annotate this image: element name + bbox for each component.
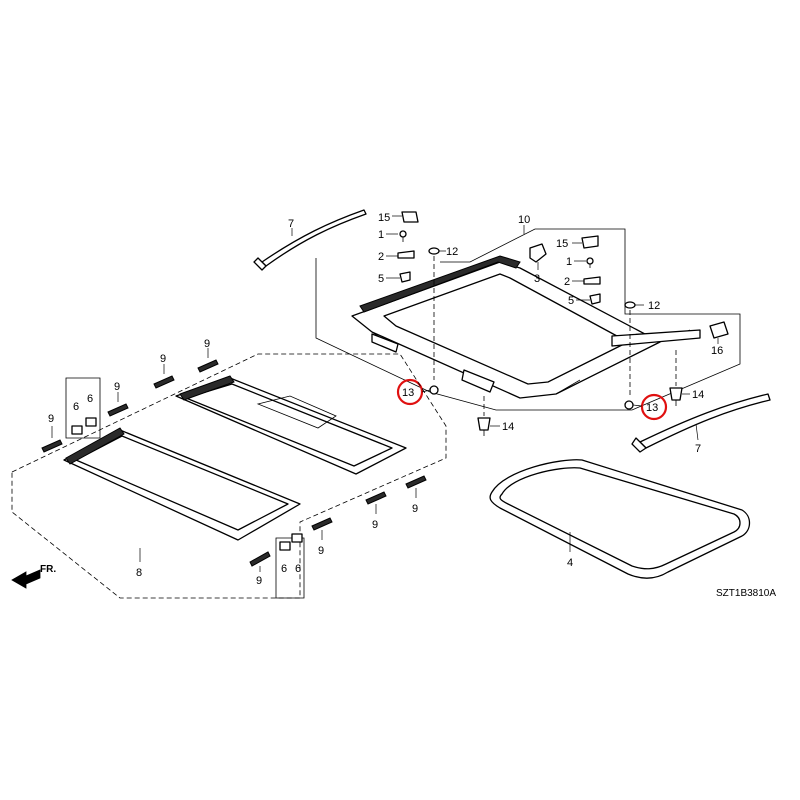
bracket-16[interactable] bbox=[709, 321, 729, 339]
strip-9-f[interactable] bbox=[311, 517, 333, 531]
label-3: 3 bbox=[534, 273, 540, 285]
label-13-left: 13 bbox=[402, 387, 414, 399]
frame-group-outline bbox=[315, 228, 741, 411]
glass-panel-rear[interactable] bbox=[175, 375, 407, 475]
label-9-b: 9 bbox=[114, 381, 120, 393]
label-9-d: 9 bbox=[204, 338, 210, 350]
strip-9-h[interactable] bbox=[405, 475, 427, 489]
block-6-bottom-b[interactable] bbox=[291, 533, 303, 543]
label-14-center: 14 bbox=[502, 421, 514, 433]
bracket-15-right[interactable] bbox=[581, 235, 599, 249]
label-13-right: 13 bbox=[646, 402, 658, 414]
label-4: 4 bbox=[567, 557, 573, 569]
label-5-left: 5 bbox=[378, 273, 384, 285]
label-10: 10 bbox=[518, 214, 530, 226]
sunroof-frame[interactable] bbox=[351, 255, 701, 399]
strip-9-a[interactable] bbox=[41, 439, 63, 453]
label-1-right: 1 bbox=[566, 256, 572, 268]
clip-5-left[interactable] bbox=[399, 271, 411, 283]
label-12-left: 12 bbox=[446, 246, 458, 258]
label-12-right: 12 bbox=[648, 300, 660, 312]
clip-5-right[interactable] bbox=[589, 293, 601, 305]
clip-2-right[interactable] bbox=[583, 276, 601, 285]
label-7-right: 7 bbox=[695, 443, 701, 455]
label-15-right: 15 bbox=[556, 238, 568, 250]
nut-13-left[interactable] bbox=[429, 385, 439, 395]
highlight-13-right bbox=[640, 393, 668, 421]
label-6-bottom-a: 6 bbox=[281, 563, 287, 575]
label-2-left: 2 bbox=[378, 251, 384, 263]
bracket-3[interactable] bbox=[529, 243, 547, 263]
seal-4[interactable] bbox=[489, 459, 751, 579]
nut-13-right[interactable] bbox=[624, 400, 634, 410]
label-1-left: 1 bbox=[378, 229, 384, 241]
glass-group-outline bbox=[11, 353, 447, 599]
molding-strip-right[interactable] bbox=[631, 393, 771, 453]
bolt-14-right[interactable] bbox=[669, 387, 683, 406]
label-9-c: 9 bbox=[160, 353, 166, 365]
diagram-code: SZT1B3810A bbox=[716, 588, 776, 599]
clip-2-left[interactable] bbox=[397, 250, 415, 259]
label-15-left: 15 bbox=[378, 212, 390, 224]
clip-1-right[interactable] bbox=[586, 257, 594, 268]
label-2-right: 2 bbox=[564, 276, 570, 288]
block-6-left-a[interactable] bbox=[71, 425, 83, 435]
label-6-left-b: 6 bbox=[87, 393, 93, 405]
block-6-left-b[interactable] bbox=[85, 417, 97, 427]
label-14-right: 14 bbox=[692, 389, 704, 401]
label-9-h: 9 bbox=[412, 503, 418, 515]
strip-9-e[interactable] bbox=[249, 551, 271, 567]
label-16: 16 bbox=[711, 345, 723, 357]
front-arrow-icon bbox=[11, 569, 41, 589]
glass-panel-front[interactable] bbox=[63, 427, 301, 541]
washer-12-right[interactable] bbox=[624, 301, 636, 309]
label-7-top: 7 bbox=[288, 218, 294, 230]
clip-1-left[interactable] bbox=[399, 230, 407, 242]
block-6-bottom-a[interactable] bbox=[279, 541, 291, 551]
molding-strip-left[interactable] bbox=[253, 209, 367, 271]
part-6-left-box bbox=[65, 377, 101, 439]
label-8: 8 bbox=[136, 567, 142, 579]
label-6-left-a: 6 bbox=[73, 401, 79, 413]
label-9-f: 9 bbox=[318, 545, 324, 557]
washer-12-left[interactable] bbox=[428, 247, 440, 255]
strip-9-b[interactable] bbox=[107, 403, 129, 417]
front-marker: FR. bbox=[40, 564, 56, 575]
bolt-14-center[interactable] bbox=[477, 417, 491, 436]
label-9-g: 9 bbox=[372, 519, 378, 531]
label-6-bottom-b: 6 bbox=[295, 563, 301, 575]
label-9-a: 9 bbox=[48, 413, 54, 425]
label-5-right: 5 bbox=[568, 295, 574, 307]
bracket-15-left[interactable] bbox=[401, 211, 419, 223]
strip-9-c[interactable] bbox=[153, 375, 175, 389]
strip-9-g[interactable] bbox=[365, 491, 387, 505]
label-9-e: 9 bbox=[256, 575, 262, 587]
strip-9-d[interactable] bbox=[197, 359, 219, 373]
